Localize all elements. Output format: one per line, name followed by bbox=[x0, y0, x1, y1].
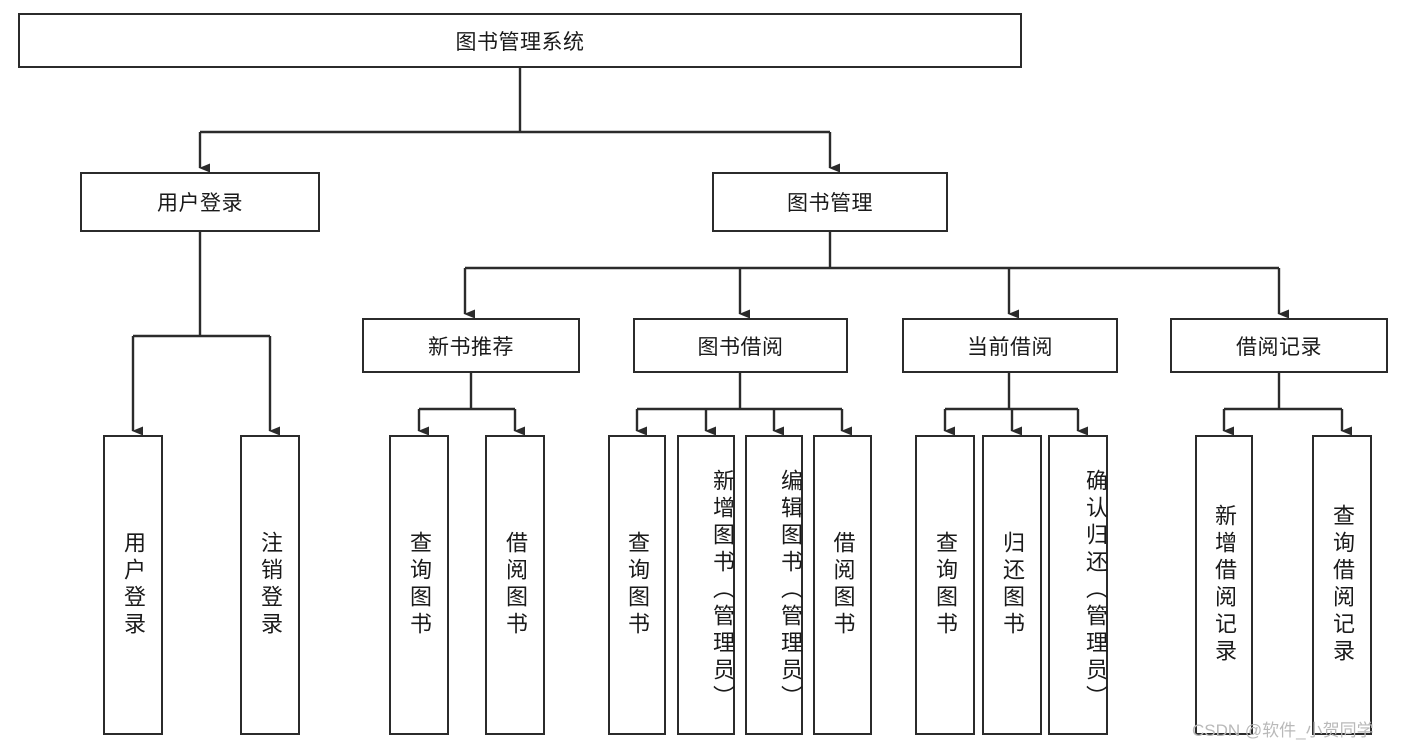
level3-node-label: 当前借阅 bbox=[967, 335, 1053, 359]
level3-node-label: 图书借阅 bbox=[697, 335, 784, 359]
leaf-node-label: 借阅图书 bbox=[503, 531, 528, 639]
csdn-watermark: CSDN @软件_小贺同学 bbox=[1192, 721, 1374, 740]
connector-group bbox=[131, 68, 1352, 436]
leaf-node-label: 查询图书 bbox=[407, 531, 432, 639]
leaf-node-8[interactable]: 查询图书 bbox=[915, 435, 975, 735]
leaf-node-label: 查询借阅记录 bbox=[1330, 504, 1355, 666]
leaf-node-12[interactable]: 查询借阅记录 bbox=[1312, 435, 1372, 735]
leaf-node-label: 借阅图书 bbox=[830, 531, 856, 639]
leaf-node-label: 归还图书 bbox=[1000, 531, 1025, 639]
level2-node-1[interactable]: 图书管理 bbox=[712, 172, 948, 232]
leaf-node-3[interactable]: 借阅图书 bbox=[485, 435, 545, 735]
level2-node-label: 用户登录 bbox=[157, 192, 243, 215]
leaf-node-6[interactable]: 编辑图书（管理员） bbox=[745, 435, 803, 735]
level3-node-0[interactable]: 新书推荐 bbox=[362, 318, 580, 373]
leaf-node-0[interactable]: 用户登录 bbox=[103, 435, 163, 735]
leaf-node-4[interactable]: 查询图书 bbox=[608, 435, 666, 735]
leaf-node-label: 编辑图书（管理员） bbox=[778, 468, 803, 712]
leaf-node-label: 注销登录 bbox=[258, 531, 283, 639]
level3-node-label: 新书推荐 bbox=[428, 335, 514, 359]
leaf-node-11[interactable]: 新增借阅记录 bbox=[1195, 435, 1253, 735]
leaf-node-7[interactable]: 借阅图书 bbox=[813, 435, 872, 735]
leaf-node-label: 新增图书（管理员） bbox=[710, 468, 735, 712]
level3-node-1[interactable]: 图书借阅 bbox=[633, 318, 848, 373]
leaf-node-10[interactable]: 确认归还（管理员） bbox=[1048, 435, 1108, 735]
level3-node-label: 借阅记录 bbox=[1236, 335, 1322, 359]
level2-node-label: 图书管理 bbox=[787, 192, 873, 215]
leaf-node-label: 查询图书 bbox=[933, 531, 958, 639]
root-node-label: 图书管理系统 bbox=[455, 30, 585, 54]
level2-node-0[interactable]: 用户登录 bbox=[80, 172, 320, 232]
level3-node-3[interactable]: 借阅记录 bbox=[1170, 318, 1388, 373]
leaf-node-label: 确认归还（管理员） bbox=[1083, 468, 1108, 712]
leaf-node-label: 用户登录 bbox=[121, 531, 146, 639]
level3-node-2[interactable]: 当前借阅 bbox=[902, 318, 1118, 373]
leaf-node-2[interactable]: 查询图书 bbox=[389, 435, 449, 735]
leaf-node-1[interactable]: 注销登录 bbox=[240, 435, 300, 735]
leaf-node-5[interactable]: 新增图书（管理员） bbox=[677, 435, 735, 735]
root-node-0[interactable]: 图书管理系统 bbox=[18, 13, 1022, 68]
leaf-node-label: 新增借阅记录 bbox=[1212, 504, 1237, 666]
leaf-node-9[interactable]: 归还图书 bbox=[982, 435, 1042, 735]
leaf-node-label: 查询图书 bbox=[625, 531, 650, 639]
